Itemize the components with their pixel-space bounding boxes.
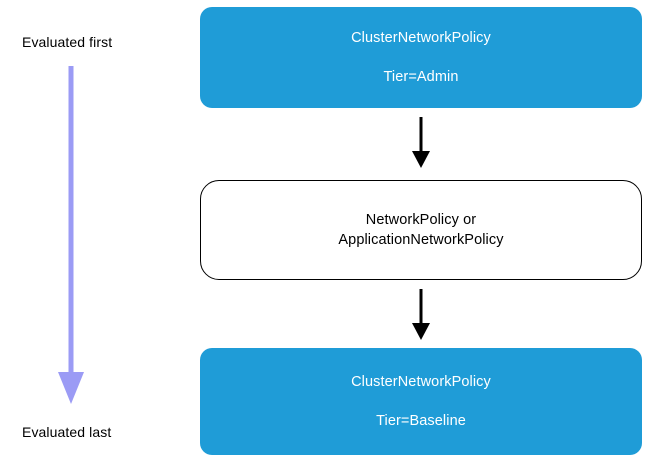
arrow-middle-to-baseline-icon bbox=[412, 289, 430, 340]
node-cluster-network-policy-admin[interactable]: ClusterNetworkPolicy Tier=Admin bbox=[200, 7, 642, 108]
evaluated-first-label: Evaluated first bbox=[22, 34, 113, 50]
arrow-admin-to-middle-icon bbox=[412, 117, 430, 168]
node-middle-primary-text: NetworkPolicy or bbox=[365, 212, 477, 228]
node-network-policy-or-application-network-policy[interactable]: NetworkPolicy or ApplicationNetworkPolic… bbox=[200, 180, 642, 280]
node-baseline-secondary-text: Tier=Baseline bbox=[376, 412, 466, 429]
node-admin-secondary-text: Tier=Admin bbox=[383, 68, 459, 85]
node-baseline-primary-text: ClusterNetworkPolicy bbox=[351, 373, 491, 390]
node-admin-primary-text: ClusterNetworkPolicy bbox=[351, 29, 491, 46]
node-middle-secondary-text: ApplicationNetworkPolicy bbox=[338, 232, 504, 248]
node-cluster-network-policy-baseline[interactable]: ClusterNetworkPolicy Tier=Baseline bbox=[200, 348, 642, 455]
evaluated-last-label: Evaluated last bbox=[22, 424, 112, 440]
evaluation-order-arrow-icon bbox=[58, 66, 84, 404]
